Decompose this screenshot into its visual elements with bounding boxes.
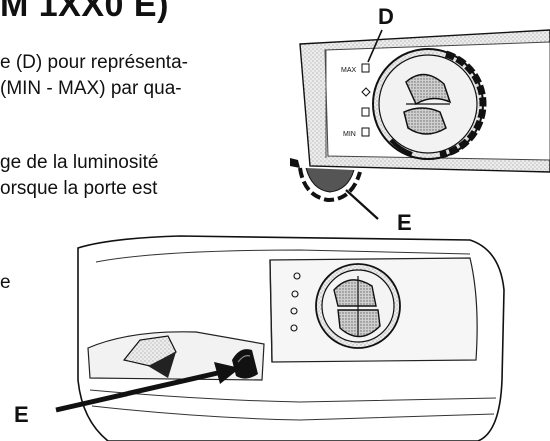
paragraph-line: (MIN - MAX) par qua-: [0, 78, 182, 99]
paragraph-line: orsque la porte est: [0, 178, 158, 199]
callout-e-bottom: E: [14, 402, 29, 427]
paragraph-light-switch: ge de la luminosité orsque la porte est: [0, 150, 158, 202]
paragraph-line: e (D) pour représenta-: [0, 52, 188, 73]
paragraph-thermostat-scale: e (D) pour représenta- (MIN - MAX) par q…: [0, 50, 188, 102]
paragraph-line: e: [0, 272, 11, 293]
max-label: MAX: [341, 67, 357, 74]
thermostat-knob[interactable]: [372, 48, 487, 160]
callout-d: D: [378, 4, 394, 29]
scale-indicator-dots: [290, 272, 301, 332]
light-housing-illustration: [55, 235, 505, 441]
light-button-e[interactable]: [290, 158, 362, 203]
leader-line-e-top: [345, 189, 379, 220]
thermostat-panel-illustration: MAX MIN: [290, 29, 550, 220]
light-switch-e[interactable]: [232, 349, 258, 379]
thermostat-scale-markers: MAX MIN: [341, 63, 371, 138]
paragraph-fragment: e: [0, 270, 11, 296]
callout-e-top: E: [397, 210, 412, 235]
leader-line-d: [367, 29, 383, 63]
thermostat-knob-front[interactable]: [315, 263, 401, 349]
paragraph-line: ge de la luminosité: [0, 152, 159, 173]
section-heading: M 1XX0 E): [0, 0, 169, 24]
arrow-to-switch: [55, 362, 240, 413]
min-label: MIN: [343, 131, 356, 138]
